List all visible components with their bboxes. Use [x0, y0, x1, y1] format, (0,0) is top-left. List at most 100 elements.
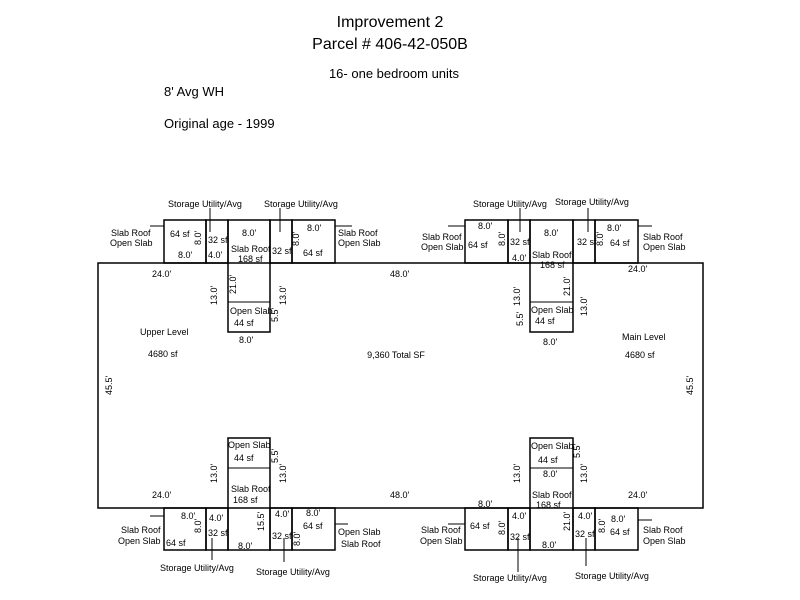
dim-label: 13.0' [579, 296, 589, 316]
upper-level-label: Upper Level [140, 327, 189, 337]
slab-roof-label: Slab Roof [231, 484, 271, 494]
open-slab-box [291, 507, 336, 551]
area-label: 32 sf [272, 246, 292, 256]
upper-level-area: 4680 sf [148, 349, 178, 359]
addition-bottom-right [464, 437, 639, 551]
open-slab-box [594, 219, 639, 264]
dim-label: 48.0' [390, 269, 410, 279]
dim-label: 8.0' [478, 221, 493, 231]
dim-label: 13.0' [278, 285, 288, 305]
dim-label: 8.0' [542, 540, 557, 550]
area-label: 168 sf [233, 495, 258, 505]
open-slab-label: Open Slab [643, 536, 686, 546]
area-label: 64 sf [166, 538, 186, 548]
storage-label: Storage Utility/Avg [160, 563, 234, 573]
addition-top-right [464, 219, 639, 333]
slab-roof-box [529, 437, 574, 551]
dim-label: 8.0' [306, 508, 321, 518]
area-label: 168 sf [238, 254, 263, 264]
dim-label: 8.0' [607, 223, 622, 233]
dim-label: 13.0' [512, 286, 522, 306]
dim-label: 8.0' [239, 335, 254, 345]
open-slab-label: Open Slab [228, 440, 271, 450]
area-label: 168 sf [540, 260, 565, 270]
dim-label: 8.0' [543, 469, 558, 479]
slab-roof-label: Slab Roof [231, 244, 271, 254]
dim-label: 8.0' [611, 514, 626, 524]
area-label: 64 sf [303, 521, 323, 531]
dim-label: 4.0' [512, 511, 527, 521]
area-label: 44 sf [535, 316, 555, 326]
area-label: 32 sf [577, 237, 597, 247]
leader-lines [150, 208, 652, 572]
slab-roof-label: Slab Roof [421, 525, 461, 535]
area-label: 32 sf [208, 235, 228, 245]
parcel-number: Parcel # 406-42-050B [312, 36, 468, 53]
dim-label: 24.0' [628, 264, 648, 274]
dim-label: 45.5' [104, 375, 114, 395]
area-label: 32 sf [510, 532, 530, 542]
dim-label: 8.0' [178, 250, 193, 260]
dim-label: 15.5' [256, 511, 266, 531]
area-label: 32 sf [272, 531, 292, 541]
dim-label: 48.0' [390, 490, 410, 500]
area-label: 44 sf [234, 318, 254, 328]
open-slab-label: Open Slab [118, 536, 161, 546]
dim-label: 8.0' [242, 228, 257, 238]
dim-label: 4.0' [578, 511, 593, 521]
dim-label: 5.5' [270, 307, 280, 322]
dim-label: 4.0' [209, 513, 224, 523]
area-label: 168 sf [536, 500, 561, 510]
slab-roof-label: Slab Roof [341, 539, 381, 549]
dim-label: 13.0' [512, 463, 522, 483]
area-label: 32 sf [208, 528, 228, 538]
dim-label: 24.0' [152, 269, 172, 279]
main-building-outline [97, 262, 704, 509]
dim-label: 4.0' [275, 509, 290, 519]
dim-label: 5.5' [572, 443, 582, 458]
dim-label: 4.0' [208, 250, 223, 260]
addition-top-left [163, 219, 336, 333]
open-slab-box [291, 219, 336, 264]
area-label: 64 sf [170, 229, 190, 239]
storage-box [205, 507, 229, 551]
dim-label: 21.0' [228, 274, 238, 294]
dim-label: 8.0' [238, 541, 253, 551]
storage-box [269, 219, 293, 264]
main-level-label: Main Level [622, 332, 666, 342]
dim-label: 13.0' [579, 463, 589, 483]
open-slab-label: Open Slab [420, 536, 463, 546]
storage-label: Storage Utility/Avg [555, 197, 629, 207]
dim-label: 5.5' [515, 311, 525, 326]
dim-label: 8.0' [497, 520, 507, 535]
dim-label: 8.0' [595, 231, 605, 246]
slab-roof-label: Slab Roof [422, 232, 462, 242]
dim-label: 8.0' [597, 518, 607, 533]
area-label: 64 sf [303, 248, 323, 258]
slab-roof-label: Slab Roof [532, 250, 572, 260]
dim-label: 8.0' [181, 511, 196, 521]
dim-label: 24.0' [628, 490, 648, 500]
dim-label: 21.0' [562, 511, 572, 531]
open-slab-label: Open Slab [338, 238, 381, 248]
unit-count: 16- one bedroom units [328, 66, 460, 81]
storage-label: Storage Utility/Avg [256, 567, 330, 577]
dim-label: 13.0' [209, 463, 219, 483]
storage-box [507, 507, 531, 551]
dim-label: 8.0' [307, 223, 322, 233]
area-label: 32 sf [575, 529, 595, 539]
dim-label: 8.0' [497, 231, 507, 246]
storage-label: Storage Utility/Avg [473, 573, 547, 583]
dim-label: 8.0' [193, 230, 203, 245]
slab-roof-box [529, 219, 574, 333]
dim-label: 8.0' [291, 231, 301, 246]
open-slab-box [594, 507, 639, 551]
storage-label: Storage Utility/Avg [264, 199, 338, 209]
open-slab-label: Open Slab [531, 441, 574, 451]
dim-label: 8.0' [193, 518, 203, 533]
addition-bottom-left [163, 437, 336, 551]
open-slab-label: Open Slab [643, 242, 686, 252]
dim-label: 13.0' [278, 463, 288, 483]
area-label: 44 sf [234, 453, 254, 463]
